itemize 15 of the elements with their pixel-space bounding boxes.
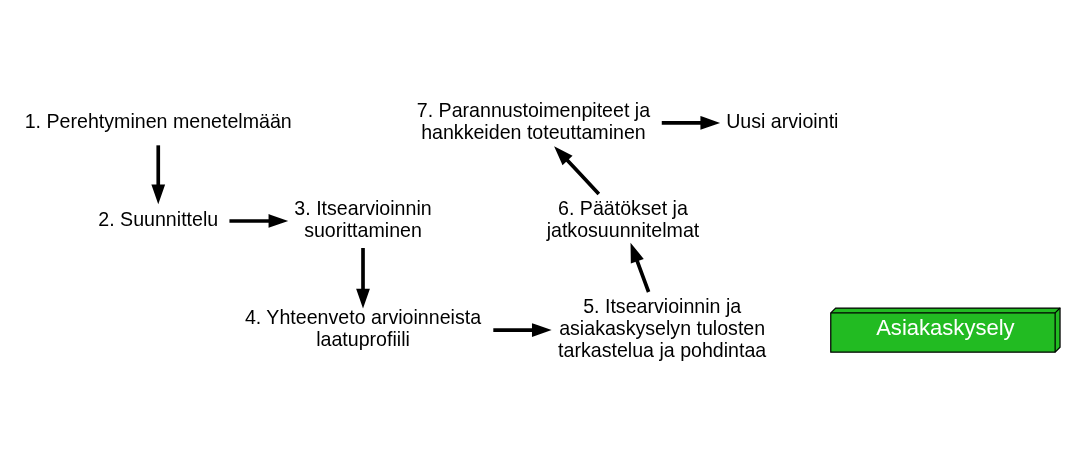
node-text: 1. Perehtyminen menetelmään xyxy=(24,109,292,132)
node-text: 7. Parannustoimenpiteet ja hankkeiden toteuttaminen xyxy=(416,98,651,143)
arrow xyxy=(229,213,289,228)
arrow xyxy=(151,144,166,204)
node-text: 4. Yhteenveto arvioinneista laatuprofiili xyxy=(244,305,482,350)
arrow xyxy=(554,145,601,195)
node-text: 5. Itsearvioinnin ja asiakaskyselyn tulosten tarkastelua ja pohdintaa xyxy=(558,294,767,361)
node-text: Uusi arviointi xyxy=(726,109,839,132)
arrow xyxy=(356,247,370,308)
node-text: 2. Suunnittelu xyxy=(98,207,219,230)
node-text: 6. Päätökset ja jatkosuunnitelmat xyxy=(546,196,700,241)
arrow xyxy=(630,242,651,293)
arrow xyxy=(493,322,552,337)
arrow xyxy=(661,115,721,130)
node-text: 3. Itsearvioinnin suorittaminen xyxy=(294,196,432,241)
